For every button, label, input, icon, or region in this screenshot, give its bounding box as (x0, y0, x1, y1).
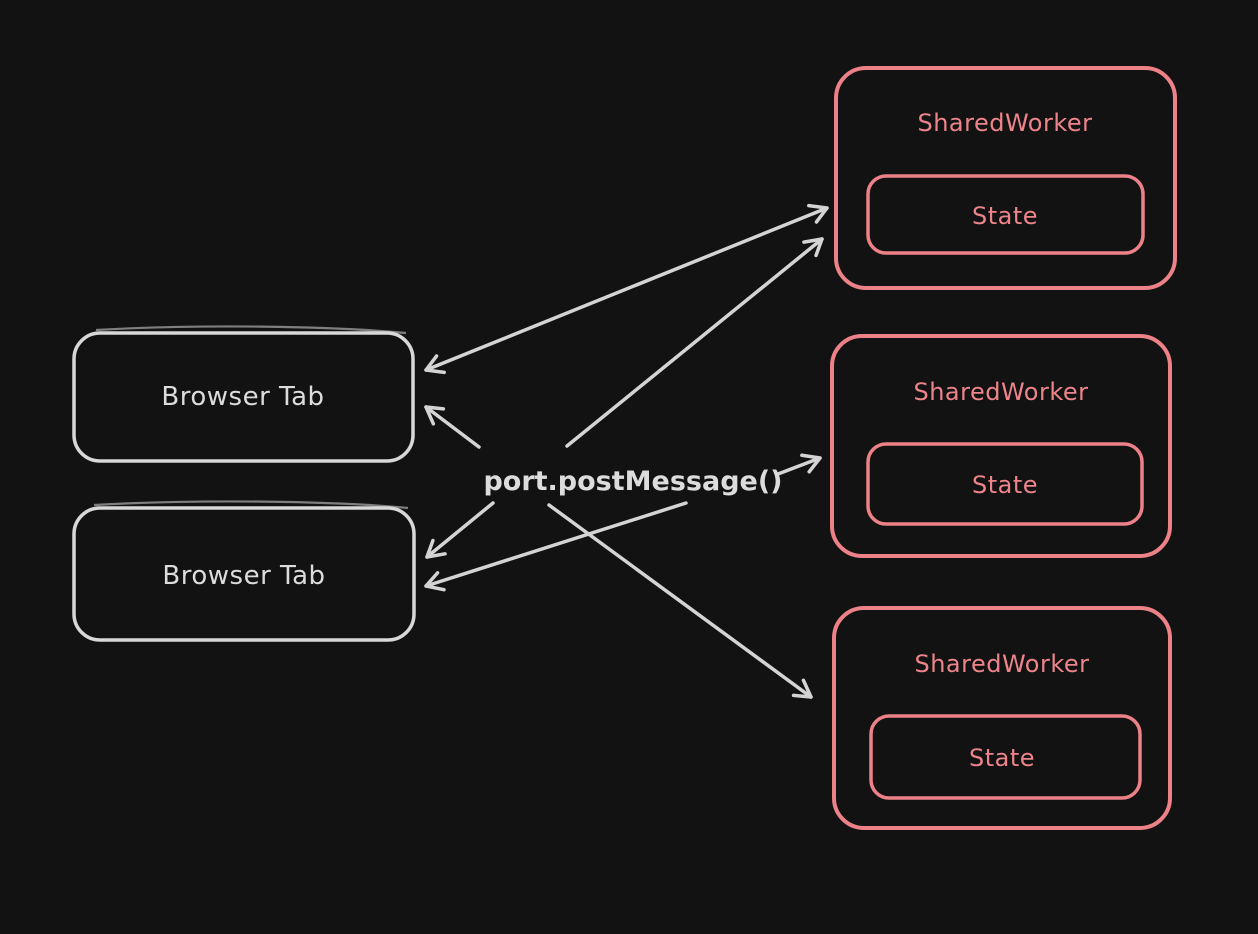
arrow-label-tab2-lower[interactable] (424, 501, 688, 592)
shared-worker-2-outline (830, 334, 1172, 558)
state-box-2[interactable]: State (866, 442, 1144, 526)
shared-worker-2-label: SharedWorker (913, 378, 1088, 406)
state-box-2-label: State (972, 471, 1038, 499)
arrow-label-worker2[interactable] (776, 453, 822, 476)
browser-tab-1-label: Browser Tab (161, 382, 324, 412)
browser-tab-2-sketch-stroke (93, 500, 409, 510)
state-box-3-outline (869, 714, 1142, 800)
state-box-3[interactable]: State (869, 714, 1142, 800)
shared-worker-2-node[interactable]: SharedWorker State (830, 334, 1172, 558)
shared-worker-1-label: SharedWorker (917, 109, 1092, 137)
browser-tab-2-label: Browser Tab (162, 561, 325, 591)
state-box-3-label: State (969, 744, 1035, 772)
arrows (424, 203, 829, 699)
shared-worker-3-node[interactable]: SharedWorker State (832, 606, 1172, 830)
state-box-1[interactable]: State (866, 174, 1145, 255)
browser-tab-2-outline (72, 506, 416, 642)
browser-tab-2-node[interactable]: Browser Tab (72, 500, 416, 642)
arrow-label-worker1[interactable] (565, 237, 824, 448)
arrow-label-worker3[interactable] (547, 503, 813, 699)
shared-worker-3-label: SharedWorker (914, 650, 1089, 678)
state-box-1-outline (866, 174, 1145, 255)
shared-worker-1-node[interactable]: SharedWorker State (834, 66, 1177, 290)
browser-tab-1-node[interactable]: Browser Tab (72, 325, 415, 463)
arrow-label-tab2-upper[interactable] (425, 501, 495, 559)
shared-worker-1-outline (834, 66, 1177, 290)
browser-tab-1-sketch-stroke (95, 325, 407, 335)
arrow-label-tab1[interactable] (424, 405, 481, 449)
browser-tab-1-outline (72, 331, 415, 463)
arrow-tab1-worker1-bidirectional[interactable] (424, 203, 829, 375)
post-message-label: port.postMessage() (483, 466, 782, 497)
shared-worker-3-outline (832, 606, 1172, 830)
state-box-1-label: State (972, 202, 1038, 230)
state-box-2-outline (866, 442, 1144, 526)
